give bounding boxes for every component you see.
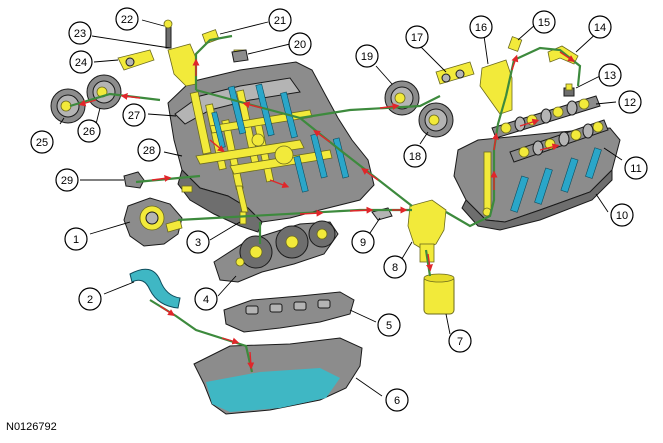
svg-text:5: 5 bbox=[386, 320, 392, 332]
camshaft-11 bbox=[509, 119, 609, 163]
svg-text:16: 16 bbox=[475, 22, 487, 34]
right-vct-solenoid bbox=[435, 36, 579, 115]
callout-24: 24 bbox=[69, 50, 93, 74]
oil-pickup-tube bbox=[129, 268, 181, 309]
svg-text:1: 1 bbox=[73, 234, 79, 246]
callout-11: 11 bbox=[624, 156, 648, 180]
callout-6: 6 bbox=[385, 388, 409, 412]
callout-16: 16 bbox=[469, 15, 493, 39]
sprocket-19 bbox=[384, 80, 420, 116]
svg-text:20: 20 bbox=[294, 39, 306, 51]
callout-8: 8 bbox=[383, 255, 407, 279]
callout-19: 19 bbox=[355, 44, 379, 68]
right-cylinder-head bbox=[453, 127, 621, 231]
svg-text:28: 28 bbox=[143, 145, 155, 157]
svg-text:25: 25 bbox=[36, 137, 48, 149]
svg-text:24: 24 bbox=[75, 57, 87, 69]
svg-text:21: 21 bbox=[274, 15, 286, 27]
callout-25: 25 bbox=[30, 130, 54, 154]
callout-18: 18 bbox=[403, 144, 427, 168]
svg-text:8: 8 bbox=[392, 262, 398, 274]
callout-23: 23 bbox=[68, 21, 92, 45]
callout-20: 20 bbox=[288, 32, 312, 56]
svg-text:17: 17 bbox=[411, 32, 423, 44]
callout-15: 15 bbox=[532, 10, 556, 34]
callout-3: 3 bbox=[186, 230, 210, 254]
callout-7: 7 bbox=[448, 329, 472, 353]
sprocket-18 bbox=[418, 102, 454, 138]
svg-text:26: 26 bbox=[83, 126, 95, 138]
callout-29: 29 bbox=[55, 168, 79, 192]
sprocket-25 bbox=[50, 88, 86, 124]
callout-5: 5 bbox=[377, 313, 401, 337]
leader-lines bbox=[59, 19, 623, 397]
callout-4: 4 bbox=[194, 287, 218, 311]
svg-text:13: 13 bbox=[604, 70, 616, 82]
svg-text:9: 9 bbox=[360, 237, 366, 249]
callout-28: 28 bbox=[137, 138, 161, 162]
bearing-girdle bbox=[223, 291, 355, 333]
svg-text:6: 6 bbox=[394, 395, 400, 407]
callout-12: 12 bbox=[618, 90, 642, 114]
callout-27: 27 bbox=[122, 103, 146, 127]
oil-pump bbox=[123, 197, 183, 247]
svg-text:2: 2 bbox=[87, 294, 93, 306]
svg-text:7: 7 bbox=[457, 336, 463, 348]
svg-text:4: 4 bbox=[203, 294, 209, 306]
crankshaft bbox=[213, 220, 339, 283]
callout-1: 1 bbox=[64, 227, 88, 251]
flow-arrows bbox=[78, 51, 575, 370]
svg-text:11: 11 bbox=[630, 163, 641, 175]
svg-text:12: 12 bbox=[624, 97, 636, 109]
svg-text:18: 18 bbox=[409, 151, 421, 163]
camshaft-12 bbox=[491, 95, 601, 139]
sprocket-26 bbox=[86, 74, 122, 110]
block-oil-galleries bbox=[189, 89, 333, 213]
svg-text:23: 23 bbox=[74, 28, 86, 40]
callout-13: 13 bbox=[598, 63, 622, 87]
svg-text:15: 15 bbox=[538, 17, 550, 29]
callout-2: 2 bbox=[78, 287, 102, 311]
oil-filter bbox=[423, 273, 455, 315]
svg-text:10: 10 bbox=[616, 210, 628, 222]
svg-text:29: 29 bbox=[61, 175, 73, 187]
svg-text:19: 19 bbox=[361, 51, 373, 63]
callout-17: 17 bbox=[405, 25, 429, 49]
callout-9: 9 bbox=[351, 230, 375, 254]
oil-pan bbox=[193, 337, 363, 415]
callout-26: 26 bbox=[77, 119, 101, 143]
svg-text:27: 27 bbox=[128, 110, 140, 122]
svg-text:22: 22 bbox=[121, 14, 133, 26]
callout-10: 10 bbox=[610, 203, 634, 227]
figure-id-label: N0126792 bbox=[6, 421, 57, 433]
callout-22: 22 bbox=[115, 7, 139, 31]
callout-21: 21 bbox=[268, 8, 292, 32]
svg-text:3: 3 bbox=[195, 237, 201, 249]
svg-text:14: 14 bbox=[594, 22, 606, 34]
callout-14: 14 bbox=[588, 15, 612, 39]
